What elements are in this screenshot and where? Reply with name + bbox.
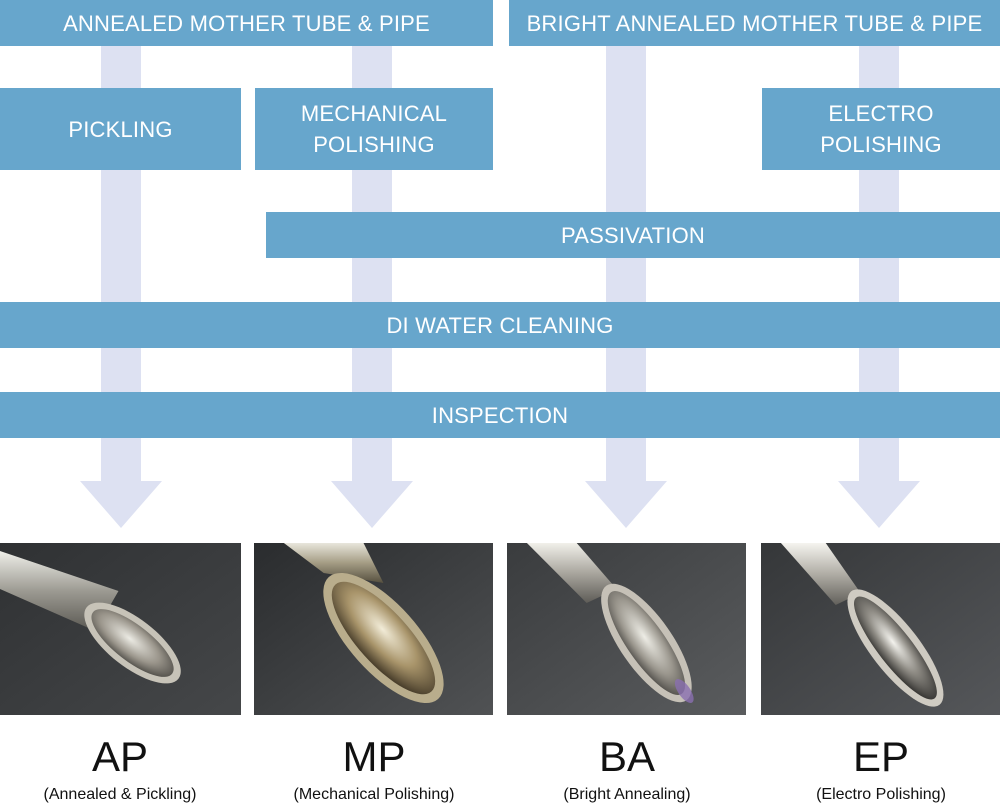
arrow-head: [80, 481, 162, 528]
mechanical-polishing-label-line2: POLISHING: [313, 132, 435, 157]
product-description-ba: (Bright Annealing): [563, 786, 691, 803]
mechanical-polishing-label-line1: MECHANICAL: [300, 101, 448, 126]
product-code-ep: EP: [852, 733, 910, 780]
arrow-head: [331, 481, 413, 528]
product-description-mp: (Mechanical Polishing): [293, 786, 455, 803]
ba-tube-image: [507, 543, 746, 715]
mp-tube-photo: [254, 543, 493, 715]
electro-polishing-label-line2: POLISHING: [820, 132, 942, 157]
electro-polishing-label-line1: ELECTRO: [828, 101, 934, 126]
ep-tube-photo: [761, 543, 1000, 715]
product-code-ba: BA: [598, 733, 656, 780]
electro-polishing-box: ELECTRO POLISHING: [762, 88, 1000, 170]
bright-annealed-mother-tube-box: BRIGHT ANNEALED MOTHER TUBE & PIPE: [509, 0, 1000, 46]
product-description-ap: (Annealed & Pickling): [43, 786, 197, 803]
pickling-box: PICKLING: [0, 88, 241, 170]
pickling-label: PICKLING: [68, 116, 173, 142]
mechanical-polishing-box: MECHANICAL POLISHING: [255, 88, 493, 170]
arrow-head: [838, 481, 920, 528]
inspection-label: INSPECTION: [431, 402, 569, 428]
product-code-ap: AP: [91, 733, 149, 780]
product-description-ep: (Electro Polishing): [816, 786, 946, 803]
ep-tube-image: [761, 543, 1000, 715]
arrow-head: [585, 481, 667, 528]
product-code-mp: MP: [342, 733, 406, 780]
passivation-bar: PASSIVATION: [266, 212, 1000, 258]
inspection-bar: INSPECTION: [0, 392, 1000, 438]
bright-annealed-mother-tube-label: BRIGHT ANNEALED MOTHER TUBE & PIPE: [526, 10, 983, 36]
annealed-mother-tube-box: ANNEALED MOTHER TUBE & PIPE: [0, 0, 493, 46]
ap-tube-image: [0, 543, 241, 715]
passivation-label: PASSIVATION: [560, 222, 705, 248]
ap-tube-photo: [0, 543, 241, 715]
di-water-cleaning-label: DI WATER CLEANING: [386, 312, 614, 338]
mp-tube-image: [254, 543, 493, 715]
annealed-mother-tube-label: ANNEALED MOTHER TUBE & PIPE: [63, 10, 430, 36]
di-water-cleaning-bar: DI WATER CLEANING: [0, 302, 1000, 348]
ba-tube-photo: [507, 543, 746, 715]
